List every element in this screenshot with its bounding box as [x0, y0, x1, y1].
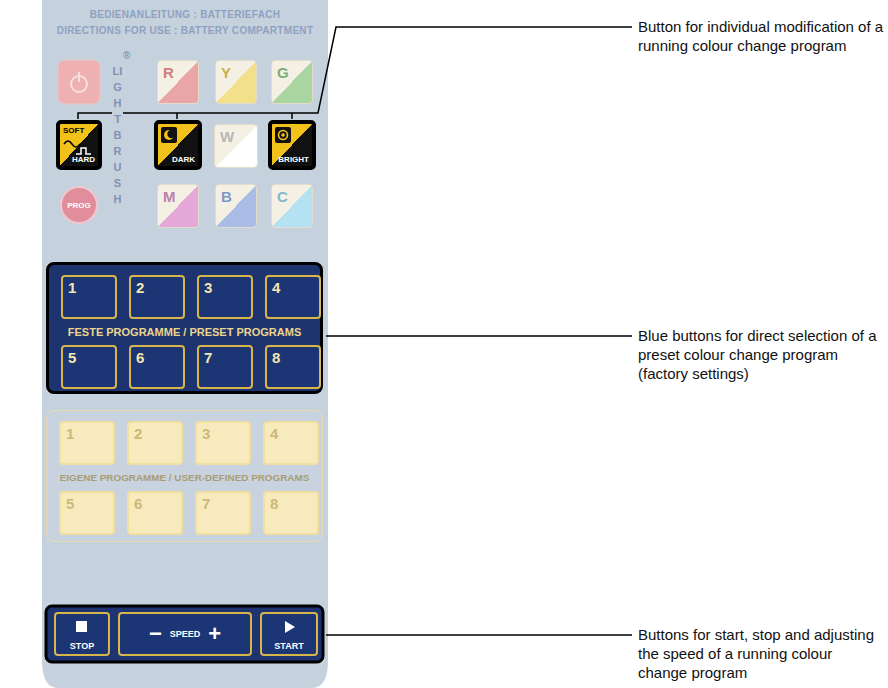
button-icon	[284, 621, 296, 633]
colour-button: Y	[215, 60, 257, 104]
registered-mark: ®	[123, 50, 130, 61]
leader-line	[326, 335, 632, 337]
button-label: B	[221, 188, 232, 205]
button-label: +	[208, 621, 221, 647]
callout-text: Buttons for start, stop and adjusting th…	[638, 625, 884, 682]
colour-button: M	[157, 184, 199, 228]
button-label: G	[277, 64, 289, 81]
program-button: 7	[197, 345, 253, 389]
button-number: 7	[202, 495, 210, 512]
program-group: 1 2 3 4 5 6 7 8 EIGENE PROGRAMME / USER-DEFINED …	[46, 410, 323, 542]
program-button: PROG	[60, 186, 98, 224]
speed-button: −SPEED +	[118, 612, 252, 656]
modifier-button: SOFT HARD	[56, 120, 102, 170]
program-button: 1	[59, 421, 115, 465]
button-number: 4	[270, 425, 278, 442]
power-symbol	[78, 72, 80, 82]
program-button: 6	[127, 491, 183, 535]
button-number: 3	[204, 279, 212, 296]
header-text: DIRECTIONS FOR USE : BATTERY COMPARTMENT	[42, 25, 328, 36]
program-button: 5	[61, 345, 117, 389]
hard-wave	[76, 148, 91, 154]
modifier-button: DARK	[154, 120, 202, 170]
button-number: 6	[136, 349, 144, 366]
button-label: PROG	[67, 201, 91, 210]
button-label: START	[274, 641, 303, 651]
button-number: 6	[134, 495, 142, 512]
control-button: START	[260, 612, 318, 656]
button-label: C	[277, 188, 288, 205]
group-label: EIGENE PROGRAMME / USER-DEFINED PROGRAMS	[60, 470, 310, 486]
button-icon	[76, 621, 88, 633]
program-button: 3	[195, 421, 251, 465]
callout-text: Blue buttons for direct selection of a p…	[638, 326, 884, 383]
program-button: 1	[61, 275, 117, 319]
button-icon	[275, 127, 293, 145]
program-group: 1 2 3 4 5 6 7 8 FESTE PROGRAMME / PRESET PROGRAM…	[46, 262, 323, 394]
icon-plate	[161, 127, 177, 143]
remote-housing	[42, 0, 328, 688]
button-number: 3	[202, 425, 210, 442]
button-number: 1	[68, 279, 76, 296]
button-number: 7	[204, 349, 212, 366]
colour-button: W	[214, 124, 258, 168]
program-button: 4	[265, 275, 321, 319]
button-number: 8	[272, 349, 280, 366]
button-number: 2	[136, 279, 144, 296]
colour-button: B	[215, 184, 257, 228]
button-label: BRIGHT	[278, 155, 309, 164]
program-button: 5	[59, 491, 115, 535]
control-bar	[46, 606, 323, 662]
button-label: HARD	[72, 155, 95, 164]
leader-line	[78, 27, 632, 119]
colour-button: G	[271, 60, 313, 104]
button-label: DARK	[172, 155, 195, 164]
button-number: 8	[270, 495, 278, 512]
leader-line	[326, 634, 632, 636]
play-symbol	[285, 621, 295, 633]
soft-wave	[64, 141, 80, 147]
button-label: SOFT	[63, 126, 84, 135]
program-button: 2	[129, 275, 185, 319]
button-label: M	[163, 188, 176, 205]
group-label: FESTE PROGRAMME / PRESET PROGRAMS	[68, 324, 301, 340]
button-number: 2	[134, 425, 142, 442]
brand-name: LIGHTBRUSH	[112, 64, 123, 207]
callout-text: Button for individual modification of a …	[638, 17, 884, 55]
stop-symbol	[76, 621, 87, 632]
colour-button: C	[271, 184, 313, 228]
button-number: 5	[68, 349, 76, 366]
header-text: BEDIENANLEITUNG : BATTERIEFACH	[42, 9, 328, 20]
modifier-button: BRIGHT	[268, 120, 316, 170]
power-button	[58, 60, 100, 104]
button-label: STOP	[70, 641, 94, 651]
control-button: STOP	[54, 612, 110, 656]
button-label: W	[220, 128, 234, 145]
button-number: 1	[66, 425, 74, 442]
button-label: SPEED	[170, 629, 201, 639]
button-number: 4	[272, 279, 280, 296]
program-button: 6	[129, 345, 185, 389]
button-label: −	[149, 621, 162, 647]
button-number: 5	[66, 495, 74, 512]
icon-plate	[275, 127, 291, 143]
program-button: 2	[127, 421, 183, 465]
program-button: 4	[263, 421, 319, 465]
button-icon	[161, 127, 179, 145]
button-label: Y	[221, 64, 231, 81]
colour-button: R	[157, 60, 199, 104]
program-button: 3	[197, 275, 253, 319]
button-label: R	[163, 64, 174, 81]
program-button: 8	[265, 345, 321, 389]
program-button: 7	[195, 491, 251, 535]
program-button: 8	[263, 491, 319, 535]
